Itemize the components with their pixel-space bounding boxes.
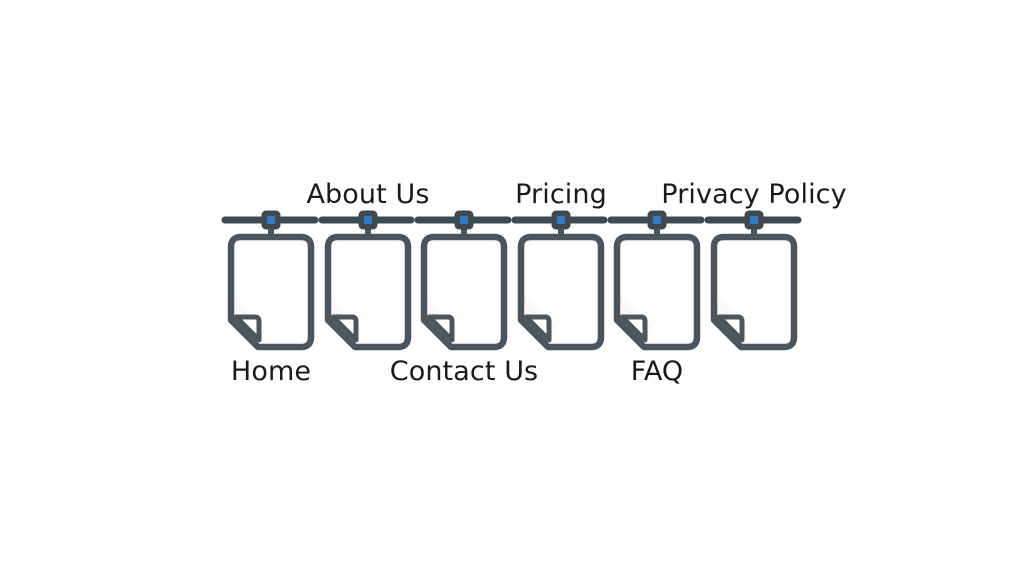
document-page-icon bbox=[424, 237, 504, 347]
document-page-icon bbox=[521, 237, 601, 347]
node-label-pricing: Pricing bbox=[515, 179, 607, 210]
node-label-contact-us: Contact Us bbox=[390, 356, 538, 387]
node-privacy-policy[interactable]: Privacy Policy bbox=[661, 179, 847, 347]
connector-accent-dot bbox=[750, 216, 758, 224]
node-label-privacy-policy: Privacy Policy bbox=[661, 179, 846, 210]
document-page-icon bbox=[231, 237, 311, 347]
node-faq[interactable]: FAQ bbox=[617, 210, 697, 387]
node-about-us[interactable]: About Us bbox=[306, 179, 429, 347]
connector-accent-dot bbox=[460, 216, 468, 224]
document-page-icon bbox=[714, 237, 794, 347]
connector-accent-dot bbox=[364, 216, 372, 224]
node-contact-us[interactable]: Contact Us bbox=[390, 210, 538, 387]
node-label-home: Home bbox=[231, 356, 311, 387]
node-label-faq: FAQ bbox=[631, 356, 684, 387]
document-page-icon bbox=[617, 237, 697, 347]
node-home[interactable]: Home bbox=[231, 210, 311, 387]
connector-accent-dot bbox=[557, 216, 565, 224]
connector-accent-dot bbox=[653, 216, 661, 224]
node-pricing[interactable]: Pricing bbox=[515, 179, 607, 347]
node-label-about-us: About Us bbox=[306, 179, 429, 210]
document-page-icon bbox=[328, 237, 408, 347]
connector-accent-dot bbox=[267, 216, 275, 224]
